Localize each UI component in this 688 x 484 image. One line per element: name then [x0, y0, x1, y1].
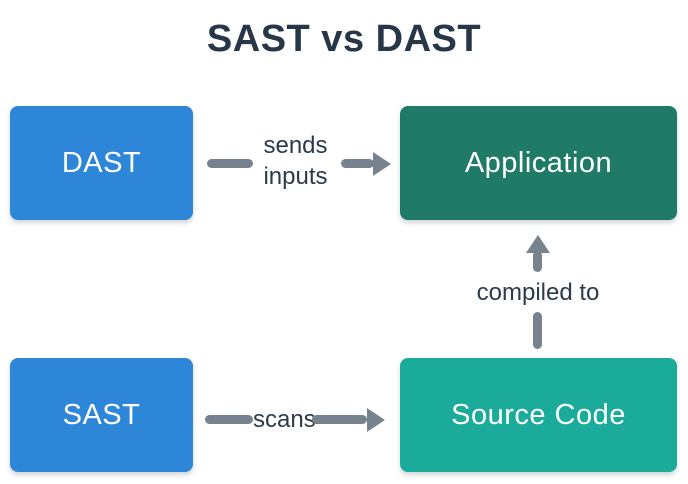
- arrow-shaft-sourcecode-application-bottom: [533, 312, 542, 349]
- source-code-node-label: Source Code: [451, 398, 626, 431]
- edge-label-sends-line2: inputs: [263, 163, 328, 190]
- arrow-head-right-icon: [367, 408, 385, 432]
- diagram-title: SAST vs DAST: [206, 18, 482, 60]
- edge-label-scans: scans: [253, 406, 316, 433]
- edge-label-sends-inputs: sends inputs: [248, 130, 343, 192]
- sast-node-label: SAST: [62, 398, 141, 431]
- source-code-node: Source Code: [400, 358, 677, 472]
- edge-label-compiled-to: compiled to: [476, 279, 600, 306]
- dast-node: DAST: [10, 106, 193, 220]
- arrow-shaft-sast-sourcecode-right: [312, 415, 367, 424]
- dast-node-label: DAST: [61, 146, 142, 179]
- edge-label-sends-line1: sends: [263, 132, 328, 159]
- arrow-shaft-dast-application-left: [207, 159, 253, 168]
- arrow-head-right-icon: [373, 152, 391, 176]
- arrow-shaft-dast-application-right: [341, 159, 374, 168]
- arrow-head-up-icon: [526, 235, 550, 253]
- application-node: Application: [400, 106, 677, 220]
- sast-node: SAST: [10, 358, 193, 472]
- application-node-label: Application: [464, 146, 613, 179]
- arrow-shaft-sourcecode-application-top: [533, 251, 542, 272]
- arrow-shaft-sast-sourcecode-left: [205, 415, 253, 424]
